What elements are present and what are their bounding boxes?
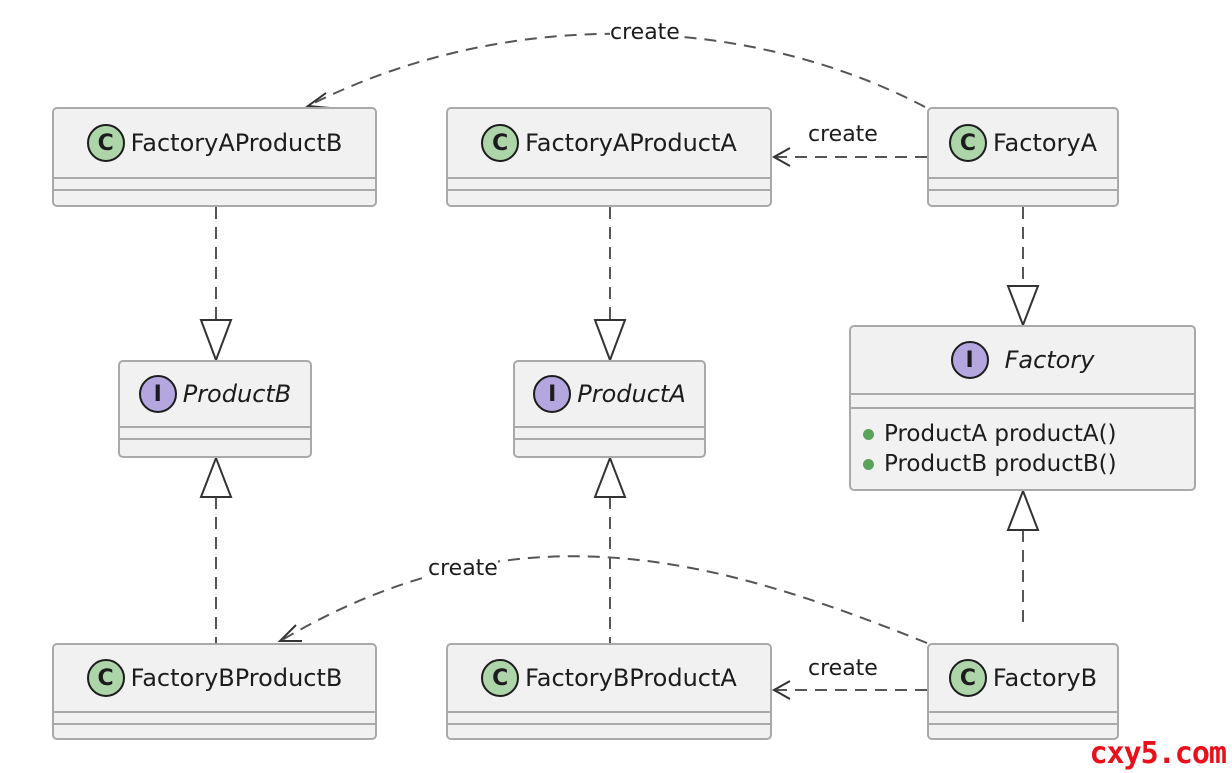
class-factory-a[interactable]: C FactoryA: [927, 107, 1119, 207]
interface-product-a[interactable]: I ProductA: [513, 360, 706, 458]
class-stereotype-icon: C: [86, 124, 125, 162]
edge-factoryb-create-factorybproductb: [281, 555, 928, 644]
edge-label-create: create: [610, 20, 680, 46]
arrowhead-dependency: [277, 624, 302, 642]
method-divider: [54, 723, 375, 725]
interface-factory[interactable]: I Factory ProductA productA() ProductB p…: [849, 325, 1196, 491]
interface-stereotype-icon: I: [533, 375, 572, 413]
triangle-realization: [1006, 285, 1040, 328]
interface-name: ProductB: [182, 380, 292, 408]
class-name: FactoryAProductA: [525, 129, 737, 157]
triangle-realization: [199, 455, 233, 498]
edge-label-create: create: [428, 556, 498, 582]
class-factory-a-product-a[interactable]: C FactoryAProductA: [446, 107, 772, 207]
triangle-realization: [1006, 488, 1040, 531]
interface-stereotype-icon: I: [950, 341, 989, 379]
public-method-icon: [863, 428, 874, 440]
attribute-divider: [515, 426, 704, 428]
class-factory-b-product-a[interactable]: C FactoryBProductA: [446, 643, 772, 740]
method-signature: ProductB productB(): [884, 451, 1117, 477]
attribute-divider: [120, 426, 310, 428]
class-stereotype-icon: C: [948, 124, 987, 162]
method-divider: [929, 723, 1117, 725]
attribute-divider: [54, 177, 375, 179]
class-factory-b[interactable]: C FactoryB: [927, 643, 1119, 740]
method-divider: [851, 407, 1194, 409]
arrowhead-dependency: [771, 680, 791, 700]
triangle-realization: [199, 319, 233, 363]
class-name: FactoryBProductB: [130, 664, 343, 692]
class-stereotype-icon: C: [86, 659, 125, 697]
interface-product-b[interactable]: I ProductB: [118, 360, 312, 458]
triangle-realization: [593, 455, 627, 498]
method-divider: [120, 438, 310, 440]
attribute-divider: [54, 711, 375, 713]
class-name: FactoryA: [992, 129, 1098, 157]
interface-name: ProductA: [577, 380, 686, 408]
method-divider: [515, 438, 704, 440]
class-factory-b-product-b[interactable]: C FactoryBProductB: [52, 643, 377, 740]
public-method-icon: [863, 458, 874, 470]
attribute-divider: [448, 177, 770, 179]
class-name: FactoryBProductA: [525, 664, 737, 692]
class-name: FactoryAProductB: [130, 129, 343, 157]
method-divider: [448, 189, 770, 191]
attribute-divider: [929, 177, 1117, 179]
watermark: cxy5.com: [1089, 736, 1227, 771]
attribute-divider: [448, 711, 770, 713]
attribute-divider: [929, 711, 1117, 713]
method-product-b: ProductB productB(): [863, 451, 1117, 477]
edge-label-create: create: [808, 122, 878, 148]
class-factory-a-product-b[interactable]: C FactoryAProductB: [52, 107, 377, 207]
class-stereotype-icon: C: [481, 124, 520, 162]
arrowhead-dependency: [771, 147, 791, 167]
interface-name: Factory: [1004, 346, 1095, 374]
class-stereotype-icon: C: [481, 659, 520, 697]
method-divider: [929, 189, 1117, 191]
method-divider: [54, 189, 375, 191]
edge-label-create: create: [808, 656, 878, 682]
method-signature: ProductA productA(): [884, 421, 1117, 447]
attribute-divider: [851, 393, 1194, 395]
class-name: FactoryB: [992, 664, 1098, 692]
class-stereotype-icon: C: [948, 659, 987, 697]
triangle-realization: [593, 319, 627, 363]
method-divider: [448, 723, 770, 725]
interface-stereotype-icon: I: [138, 375, 177, 413]
method-product-a: ProductA productA(): [863, 421, 1117, 447]
